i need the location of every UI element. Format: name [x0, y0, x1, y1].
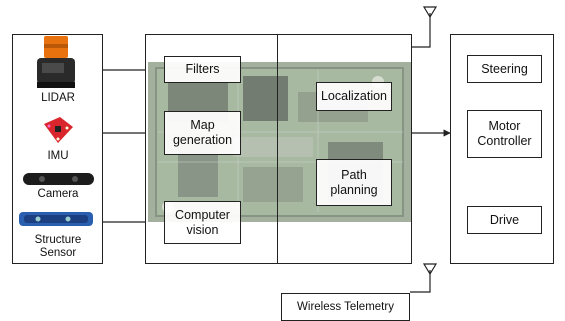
imu-label: IMU [47, 150, 69, 162]
structure-sensor-icon [18, 210, 94, 228]
drive-label: Drive [489, 212, 520, 227]
motor-controller-label: Motor Controller [477, 119, 531, 149]
map-line1: Map [190, 118, 215, 132]
imu-board-icon [40, 115, 76, 145]
computer-vision-box: Computer vision [164, 201, 241, 244]
localization-box: Localization [316, 82, 392, 111]
cv-line2: vision [186, 222, 219, 237]
camera-label: Camera [37, 188, 79, 200]
camera-bar-icon [22, 172, 95, 186]
antenna-icon-bottom [410, 263, 438, 293]
wireless-telemetry-label: Wireless Telemetry [297, 300, 394, 313]
lidar-icon [34, 34, 80, 92]
cv-line1: Computer [175, 207, 230, 222]
map-generation-label: Map generation [173, 118, 232, 148]
drive-box: Drive [467, 206, 542, 234]
processing-divider [277, 34, 279, 264]
wireless-telemetry-box: Wireless Telemetry [281, 293, 410, 321]
lidar-label: LIDAR [41, 92, 75, 104]
motor-line1: Motor [488, 119, 521, 133]
path-planning-label: Path planning [330, 168, 377, 198]
structure-sensor-line1: Structure [34, 234, 82, 246]
filters-box: Filters [164, 56, 241, 83]
structure-sensor-line2: Sensor [39, 247, 77, 259]
structure-sensor-label: Structure Sensor [14, 234, 102, 260]
localization-label: Localization [320, 89, 387, 103]
path-line2: planning [330, 182, 378, 197]
steering-box: Steering [467, 55, 542, 83]
path-line1: Path [341, 167, 367, 182]
steering-label: Steering [481, 61, 528, 76]
antenna-icon-top [411, 6, 438, 48]
motor-line2: Controller [477, 134, 532, 148]
path-planning-box: Path planning [316, 159, 392, 206]
computer-vision-label: Computer vision [175, 208, 230, 238]
map-line2: generation [172, 133, 233, 147]
filters-label: Filters [185, 62, 220, 76]
motor-controller-box: Motor Controller [467, 110, 542, 158]
map-generation-box: Map generation [164, 111, 241, 155]
